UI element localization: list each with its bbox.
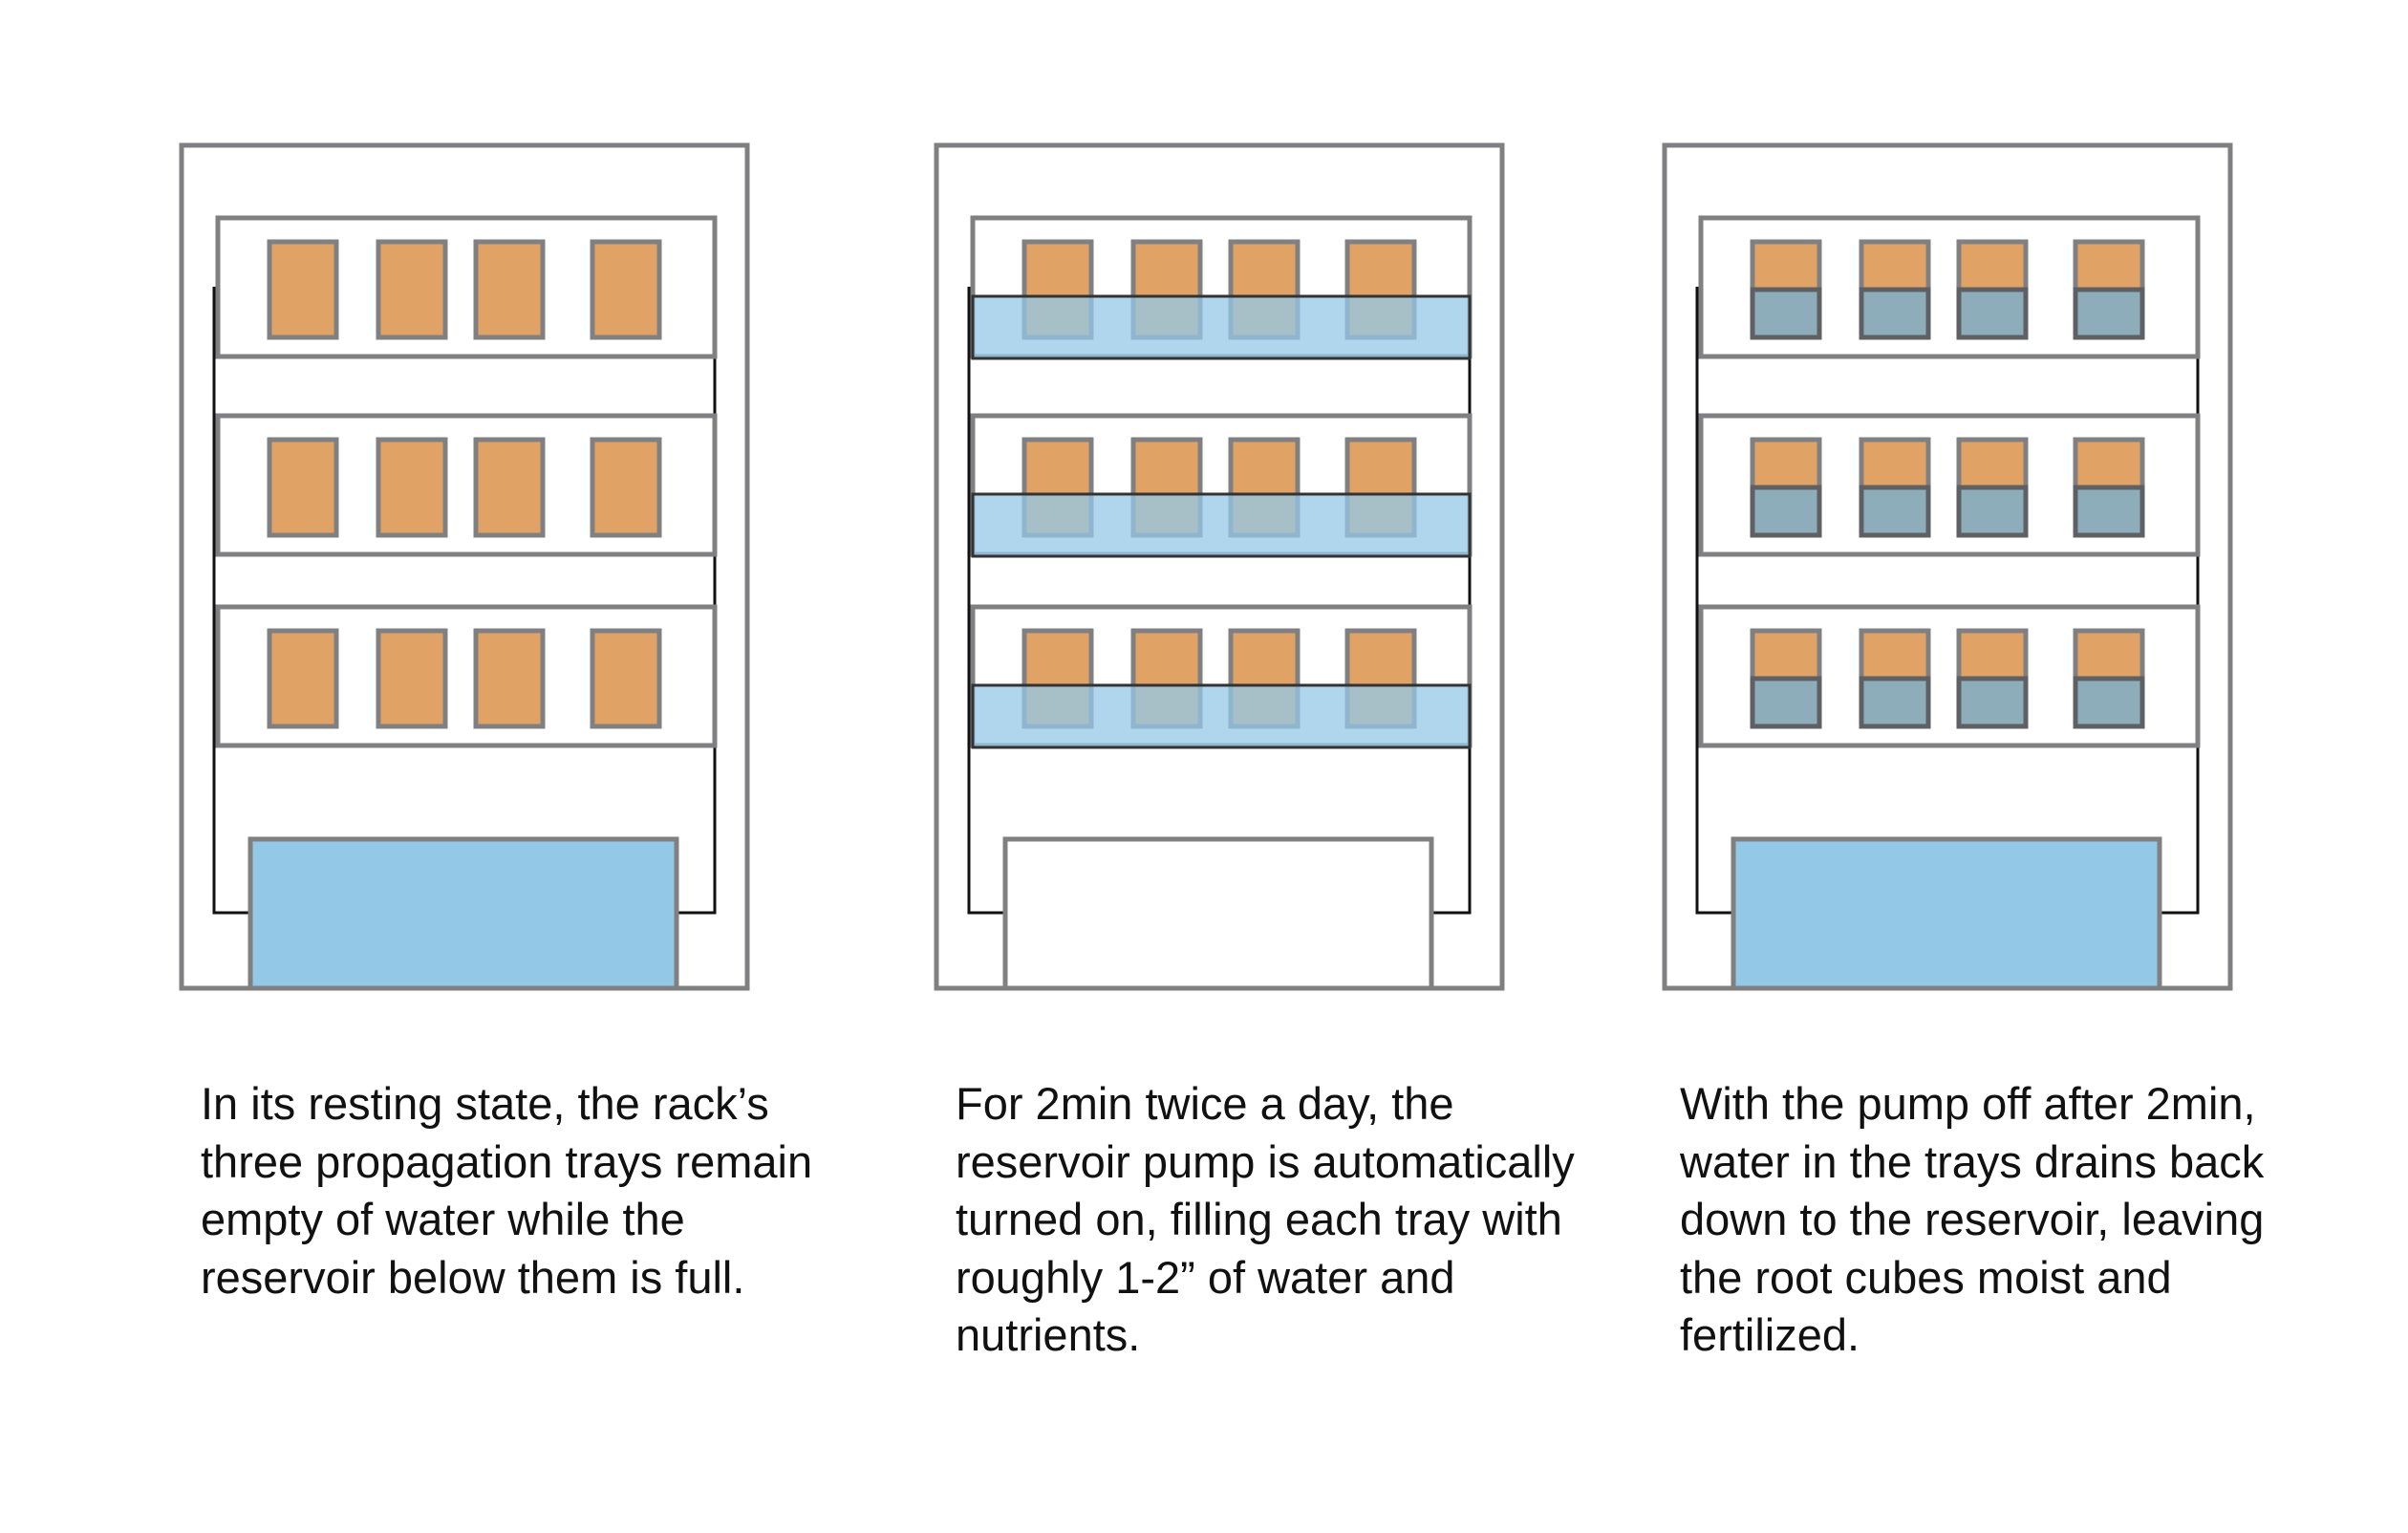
root-cube-dry-part	[2073, 628, 2145, 681]
root-cube-dry-part	[1859, 628, 1931, 681]
root-cube-dry-part	[1956, 239, 2029, 292]
reservoir-full	[1731, 836, 2162, 991]
root-cube	[590, 437, 662, 538]
root-cube-dry-part	[2073, 437, 2145, 490]
root-cube-moist-part	[1750, 676, 1822, 729]
root-cube-moist-part	[2073, 287, 2145, 340]
root-cube-moist-part	[2073, 676, 2145, 729]
root-cube-moist-part	[1956, 676, 2029, 729]
root-cube-moist-part	[2073, 485, 2145, 538]
root-cube-moist-part	[1859, 287, 1931, 340]
caption-pumping-state: For 2min twice a day, the reservoir pump…	[956, 1078, 1575, 1360]
tray-water	[971, 294, 1472, 360]
drain-pipe	[212, 287, 250, 915]
root-cube	[376, 239, 448, 340]
panel-resting	[179, 142, 750, 991]
root-cube	[590, 628, 662, 729]
root-cube	[376, 437, 448, 538]
root-cube-dry-part	[1859, 437, 1931, 490]
tray-water	[971, 683, 1472, 749]
drain-pipe	[1695, 287, 1733, 915]
root-cube-moist-part	[1750, 287, 1822, 340]
root-cube	[267, 437, 339, 538]
root-cube-moist-part	[1859, 676, 1931, 729]
panel-pumping	[934, 142, 1505, 991]
caption-drained-state: With the pump off after 2min, water in t…	[1680, 1078, 2265, 1360]
caption-resting-state: In its resting state, the rack’s three p…	[201, 1078, 813, 1303]
drain-pipe	[967, 287, 1005, 915]
root-cube-dry-part	[1956, 437, 2029, 490]
root-cube	[590, 239, 662, 340]
panel-drained	[1662, 142, 2233, 991]
root-cube-moist-part	[1859, 485, 1931, 538]
reservoir-full	[247, 836, 679, 991]
root-cube	[267, 239, 339, 340]
tray-water	[971, 492, 1472, 558]
root-cube	[473, 239, 546, 340]
root-cube-dry-part	[1859, 239, 1931, 292]
root-cube	[473, 628, 546, 729]
root-cube-moist-part	[1956, 287, 2029, 340]
root-cube-dry-part	[1750, 437, 1822, 490]
root-cube	[267, 628, 339, 729]
root-cube-moist-part	[1956, 485, 2029, 538]
root-cube-dry-part	[1750, 239, 1822, 292]
root-cube-moist-part	[1750, 485, 1822, 538]
reservoir-empty	[1002, 836, 1434, 991]
root-cube	[376, 628, 448, 729]
root-cube-dry-part	[2073, 239, 2145, 292]
root-cube	[473, 437, 546, 538]
root-cube-dry-part	[1750, 628, 1822, 681]
root-cube-dry-part	[1956, 628, 2029, 681]
